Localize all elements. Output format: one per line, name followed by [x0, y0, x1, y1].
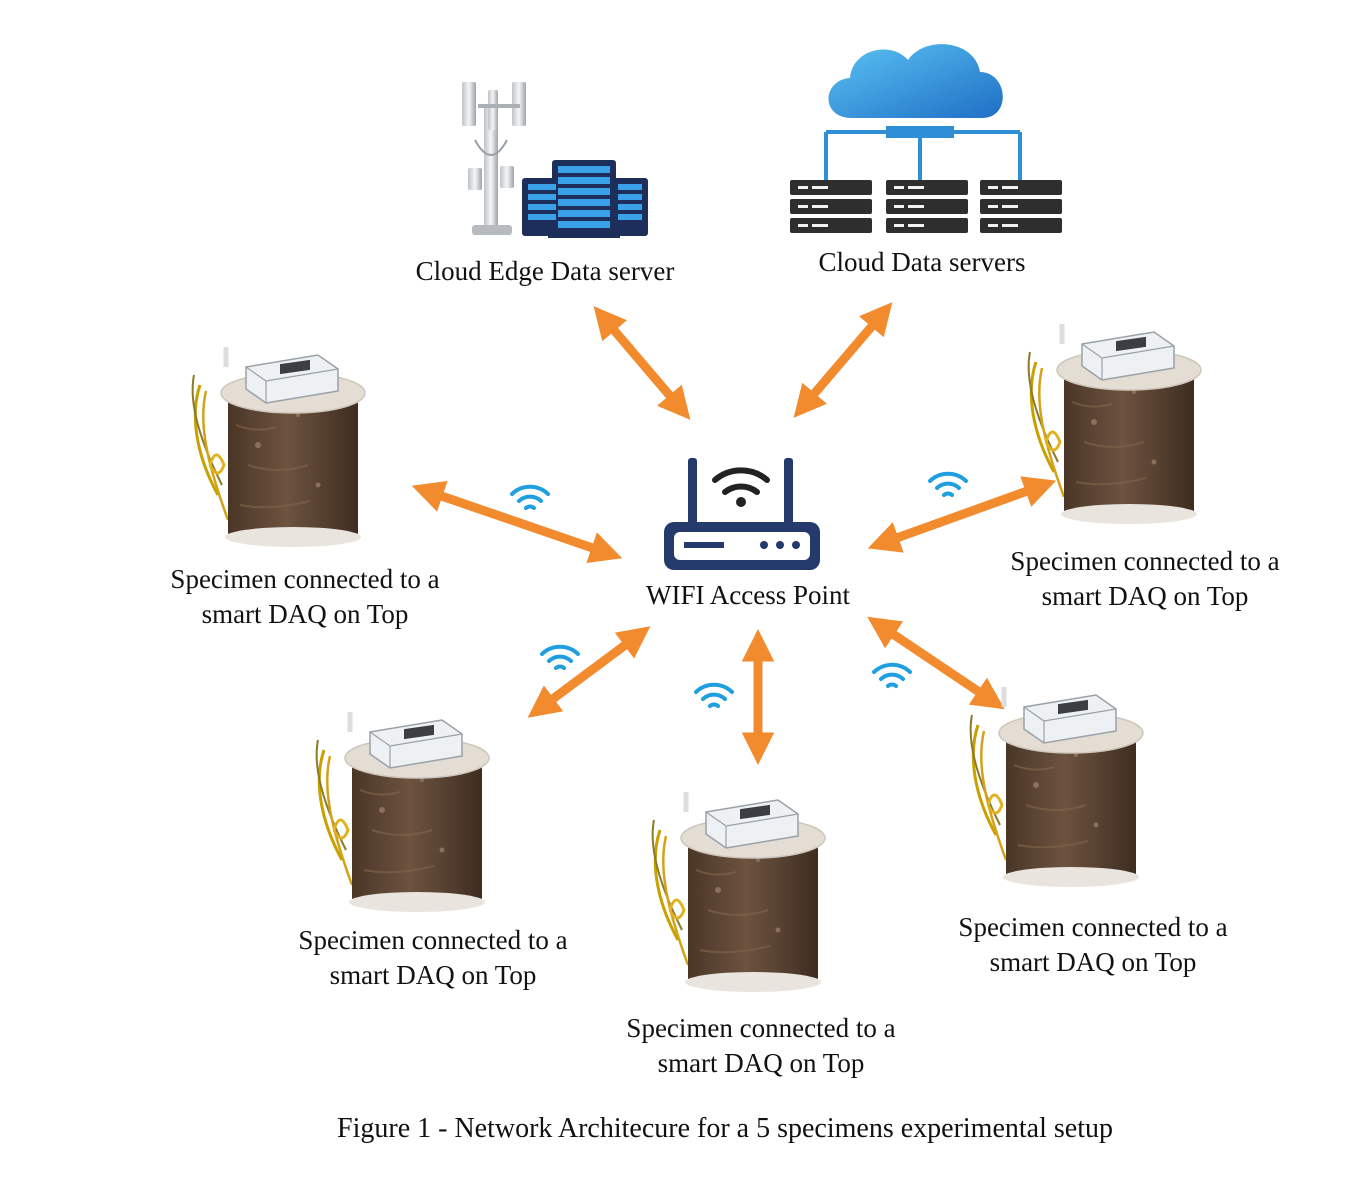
wifi-router-icon — [664, 458, 820, 570]
arrow-right-specimen — [867, 476, 1057, 553]
arrow-bottom-left-specimen — [527, 626, 651, 718]
access-point-label: WIFI Access Point — [646, 580, 850, 610]
specimen-image — [653, 792, 825, 992]
arrow-cloud-to-ap — [793, 302, 893, 418]
specimen-image — [193, 347, 365, 547]
arrow-left-specimen — [411, 481, 623, 563]
figure-caption: Figure 1 - Network Architecure for a 5 s… — [337, 1113, 1113, 1144]
arrow-edge-to-ap — [593, 306, 691, 420]
wifi-icon — [694, 682, 734, 708]
arrow-bottom-right-specimen — [867, 616, 1005, 710]
specimen-image — [1029, 324, 1201, 524]
specimen-image — [317, 712, 489, 912]
edge-server-label: Cloud Edge Data server — [415, 256, 675, 286]
cloud-servers-label: Cloud Data servers — [818, 247, 1026, 277]
wifi-icon — [510, 484, 550, 510]
wifi-icon — [540, 644, 580, 670]
edge-server-tower-icon — [462, 82, 648, 238]
cloud-servers-icon — [790, 44, 1062, 233]
wifi-icon — [872, 662, 912, 688]
specimen-image — [971, 687, 1143, 887]
wifi-icon — [928, 471, 968, 497]
